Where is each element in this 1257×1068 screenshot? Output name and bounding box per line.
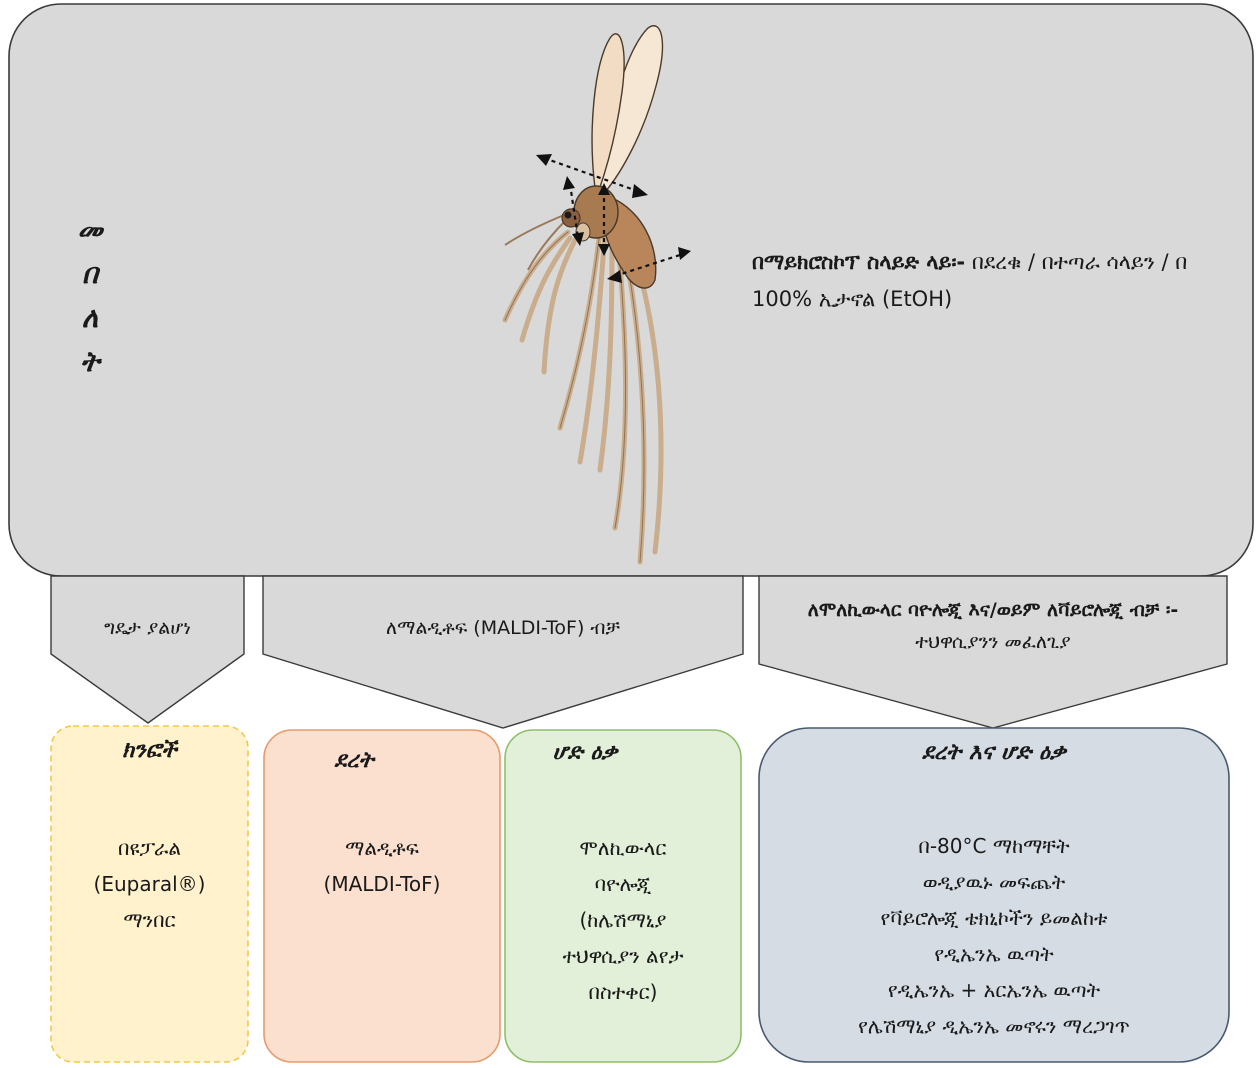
box-thorax-abdomen-body: በ-80°C ማከማቸት ወዲያዉኑ መፍጨት የቫይሮሎጂ ቴክኒኮችን ይመ… xyxy=(759,828,1229,1044)
arrow-molecular-heading: ለሞለኪውላር ባዮሎጂ እና/ወይም ለቫይሮሎጂ ብቻ ፡- xyxy=(808,599,1178,621)
arrow-maldi xyxy=(263,576,743,728)
box-thorax-abdomen-line: በ-80°C ማከማቸት xyxy=(759,828,1229,864)
box-limbs-title: ክንፎች xyxy=(51,738,248,763)
box-thorax-line: ማልዲቶፍ xyxy=(264,830,500,866)
vertical-title-char: ለ xyxy=(60,296,120,340)
vertical-title-char: ት xyxy=(60,340,120,384)
box-abdomen-line: ተህዋሲያን ልየታ xyxy=(505,938,741,974)
box-abdomen-body: ሞለኪውላር ባዮሎጂ (ከሌሽማኒያ ተህዋሲያን ልየታ በስተቀር) xyxy=(505,830,741,1010)
box-limbs-line: ማንበር xyxy=(51,902,248,938)
box-abdomen-line: (ከሌሽማኒያ xyxy=(505,902,741,938)
box-thorax-line: (MALDI-ToF) xyxy=(264,866,500,902)
box-thorax-title: ደረት xyxy=(264,748,444,773)
vertical-title-char: መ xyxy=(60,208,120,252)
box-thorax-abdomen-line: የዲኤንኤ ዉጣት xyxy=(759,936,1229,972)
arrow-molecular-label: ለሞለኪውላር ባዮሎጂ እና/ወይም ለቫይሮሎጂ ብቻ ፡- ተህዋሲያንን… xyxy=(766,594,1220,658)
arrow-optional-label: ግዴታ ያልሆነ xyxy=(51,612,244,644)
box-limbs-body: በዩፓራል (Euparal®) ማንበር xyxy=(51,830,248,938)
box-limbs-line: (Euparal®) xyxy=(51,866,248,902)
arrow-molecular-text: ተህዋሲያንን መፈለጊያ xyxy=(915,631,1071,653)
box-abdomen-line: ባዮሎጂ xyxy=(505,866,741,902)
vertical-title: መ በ ለ ት xyxy=(60,208,120,384)
box-limbs-line: በዩፓራል xyxy=(51,830,248,866)
box-abdomen-line: ሞለኪውላር xyxy=(505,830,741,866)
box-thorax-abdomen-line: ወዲያዉኑ መፍጨት xyxy=(759,864,1229,900)
box-thorax-abdomen-line: የሌሽማኒያ ዲኤንኤ መኖሩን ማረጋገጥ xyxy=(759,1008,1229,1044)
box-thorax-abdomen-line: የዲኤንኤ + አርኤንኤ ዉጣት xyxy=(759,972,1229,1008)
box-thorax-abdomen-line: የቫይሮሎጂ ቴክኒኮችን ይመልከቱ xyxy=(759,900,1229,936)
arrow-maldi-label: ለማልዲቶፍ (MALDI-ToF) ብቻ xyxy=(263,612,743,644)
box-abdomen-line: በስተቀር) xyxy=(505,974,741,1010)
box-abdomen-title: ሆድ ዕቃ xyxy=(505,740,665,765)
slide-note-heading: በማይክሮስኮፕ ስላይድ ላይ፡- xyxy=(752,250,965,274)
box-thorax-body: ማልዲቶፍ (MALDI-ToF) xyxy=(264,830,500,902)
vertical-title-char: በ xyxy=(60,252,120,296)
arrow-optional xyxy=(51,576,244,723)
slide-mounting-note: በማይክሮስኮፕ ስላይድ ላይ፡- በደረቁ / በተጣራ ሳላይን / በ … xyxy=(752,244,1222,318)
box-thorax-abdomen-title: ደረት እና ሆድ ዕቃ xyxy=(759,740,1229,765)
